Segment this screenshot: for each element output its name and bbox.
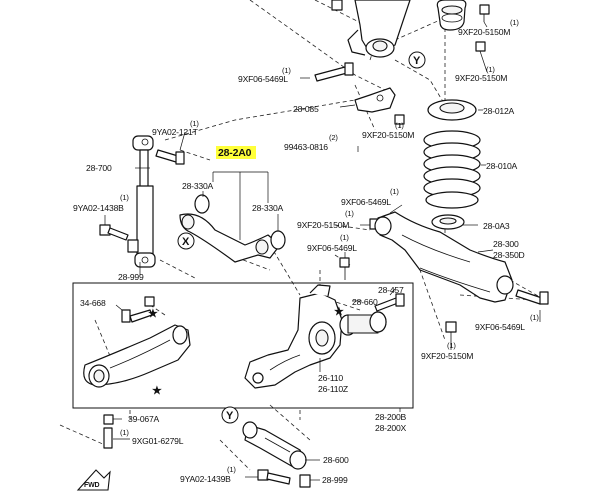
lower-spring-seat-28-0a3 [431,214,465,230]
nut-9xf20-rr [445,321,457,345]
label-9xf20-5150m-rr: 9XF20-5150M [421,351,473,361]
label-34-668: 34-668 [80,298,106,308]
label-28-200b: 28-200B [375,412,407,422]
qty-9ya02-1211: (1) [190,119,199,128]
qty-9xf06-rr: (1) [530,313,539,322]
bracket-28-085 [354,87,405,125]
star-marker-top-left: ★ [148,308,158,320]
label-28-0a3: 28-0A3 [483,221,510,231]
y-marker-bottom: Y [221,406,239,424]
label-28-600: 28-600 [323,455,349,465]
qty-9ya02-1438b: (1) [120,193,129,202]
label-39-067a: 39-067A [128,414,160,424]
label-9xg01-6279l: 9XG01-6279L [132,436,184,446]
knuckle-assembly-box [72,282,414,409]
label-9xf06-5469l-right: 9XF06-5469L [341,197,391,207]
qty-9xf06-top: (1) [282,66,291,75]
label-9ya02-1439b: 9YA02-1439B [180,474,231,484]
label-28-330a-right: 28-330A [252,203,284,213]
bolt-39-067a [103,414,114,449]
rear-link-28-600 [242,421,307,470]
qty-9xf20-rr: (1) [447,341,456,350]
bolt-28-457 [374,293,405,312]
x-marker-label: X [182,236,190,248]
label-26-110z: 26-110Z [318,384,348,394]
upper-mount-assembly [331,0,411,58]
label-28-700: 28-700 [86,163,112,173]
label-9xf20-5150m-top: 9XF20-5150M [458,27,510,37]
label-28-200x: 28-200X [375,423,407,433]
label-9ya02-1211: 9YA02-121T [152,127,199,137]
fwd-arrow-icon: FWD [76,469,111,491]
label-28-012a: 28-012A [483,106,515,116]
fwd-arrow-label: FWD [84,482,99,489]
washer-28-999-bottom [299,474,311,488]
bolt-9ya02-1439b [257,469,291,485]
bump-stop [436,0,467,31]
callout-labels: (1) 9XF20-5150M (1) 9XF20-5150M (1) 9XF0… [73,18,540,485]
label-28-300: 28-300 [493,239,519,249]
label-9xf06-5469l-c: 9XF06-5469L [307,243,357,253]
leader-lines [104,21,541,481]
label-26-110: 26-110 [318,373,343,383]
y-marker-top: Y [408,51,426,69]
label-28-350d: 28-350D [493,250,525,260]
label-99463-0816: 99463-0816 [284,142,328,152]
coil-spring-28-010a [423,130,481,209]
qty-9xf06-c: (1) [340,233,349,242]
nut-top [475,4,490,52]
washer-28-999-left [127,239,139,253]
label-28-2a0: 28-2A0 [218,147,252,159]
label-9xf06-5469l-top: 9XF06-5469L [238,74,288,84]
lower-arm-28-300 [374,211,514,303]
highlight-28-2a0 [216,146,256,159]
y-marker-bottom-label: Y [226,410,234,422]
bolt-34-668 [121,296,155,323]
qty-9xf20-top: (1) [510,18,519,27]
upper-arm-28-2a0 [179,194,286,263]
bolt-9ya02-1211 [155,149,185,165]
bushing-28-660 [339,311,387,336]
label-9xf20-5150m-c: 9XF20-5150M [297,220,349,230]
trailing-link-left [83,324,191,388]
qty-9ya02-1439b: (1) [227,465,236,474]
star-marker-left: ★ [152,385,162,397]
qty-9xf20-c: (1) [345,209,354,218]
spring-seat-28-012a [427,99,477,121]
qty-9xf20-b: (1) [395,121,404,130]
nut-9xf06-c [339,257,350,280]
label-28-660: 28-660 [352,297,378,307]
label-28-085: 28-085 [293,104,319,114]
label-28-010a: 28-010A [486,161,518,171]
label-9xf20-5150m-b: 9XF20-5150M [362,130,414,140]
bolt-9xf06-top [314,62,354,82]
x-marker: X [177,232,195,250]
assembly-dashed-lines [59,0,546,471]
qty-9xf20-mid: (1) [486,65,495,74]
label-9xf20-5150m-mid: 9XF20-5150M [455,73,507,83]
y-marker-top-label: Y [413,55,421,67]
label-28-999-bottom: 28-999 [322,475,348,485]
knuckle-26-110 [244,284,343,389]
qty-9xf06-r: (1) [390,187,399,196]
label-28-330a-left: 28-330A [182,181,214,191]
label-28-999-left: 28-999 [118,272,144,282]
label-28-457: 28-457 [378,285,404,295]
bolt-9xf06-rr [515,289,549,305]
qty-99463: (2) [329,133,338,142]
bolt-9ya02-1438b [99,224,129,241]
label-9xf06-5469l-rr: 9XF06-5469L [475,322,525,332]
star-marker-right: ★ [334,306,344,318]
label-9ya02-1438b: 9YA02-1438B [73,203,124,213]
qty-9xg01: (1) [120,428,129,437]
